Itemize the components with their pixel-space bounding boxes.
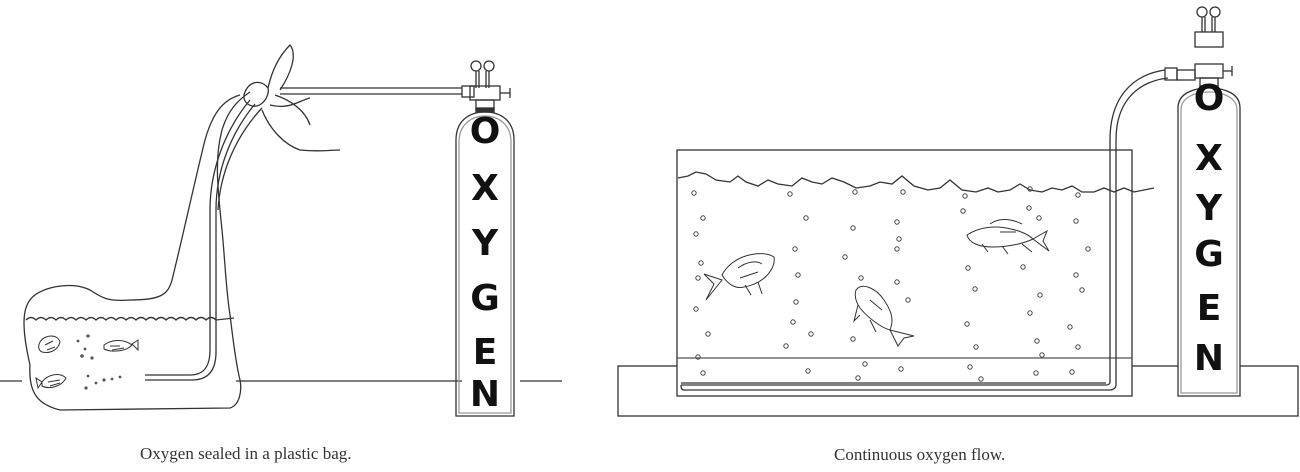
caption-plastic-bag: Oxygen sealed in a plastic bag.	[140, 444, 352, 463]
cylinder-letter: G	[1194, 234, 1224, 275]
cylinder-letter: N	[470, 374, 500, 415]
oxygen-cylinder-left	[455, 60, 515, 417]
pressure-gauge-icon	[470, 60, 482, 72]
fish-in-bag	[35, 335, 139, 390]
tank-water-surface	[677, 171, 1155, 193]
plastic-bag	[23, 91, 251, 411]
bag-hose	[145, 99, 251, 376]
cylinder-letter: N	[1194, 338, 1224, 379]
cylinder-letter: O	[470, 111, 501, 152]
cylinder-letter: E	[473, 332, 498, 373]
bag-bubbles	[76, 334, 122, 390]
cylinder-letter: Y	[1195, 188, 1223, 229]
oxygen-cylinder-right	[1176, 6, 1241, 397]
bag-knot	[243, 81, 269, 107]
cylinder-letter: O	[1194, 78, 1225, 119]
cylinder-letter: X	[1195, 138, 1223, 179]
tank-air-line	[680, 140, 1117, 391]
pressure-gauge-icon	[1209, 6, 1221, 18]
right-panel	[617, 6, 1299, 417]
cylinder-letter: G	[470, 278, 500, 319]
aquarium-tank	[676, 149, 1133, 397]
cylinder-letter: E	[1197, 288, 1222, 329]
regulator-valve	[1194, 31, 1224, 48]
cylinder-label-right: O X Y G E N	[1194, 78, 1225, 379]
cylinder-letter: Y	[471, 223, 499, 264]
tank-bubbles	[691, 186, 1091, 382]
left-panel	[0, 44, 562, 417]
bag-water-surface	[25, 316, 235, 321]
pressure-gauge-icon	[1196, 6, 1208, 18]
pressure-gauge-icon	[483, 60, 495, 72]
caption-continuous-flow: Continuous oxygen flow.	[834, 445, 1006, 464]
cylinder-letter: X	[471, 168, 499, 209]
cylinder-label-left: O X Y G E N	[470, 111, 501, 415]
tank-fish	[703, 219, 1050, 347]
